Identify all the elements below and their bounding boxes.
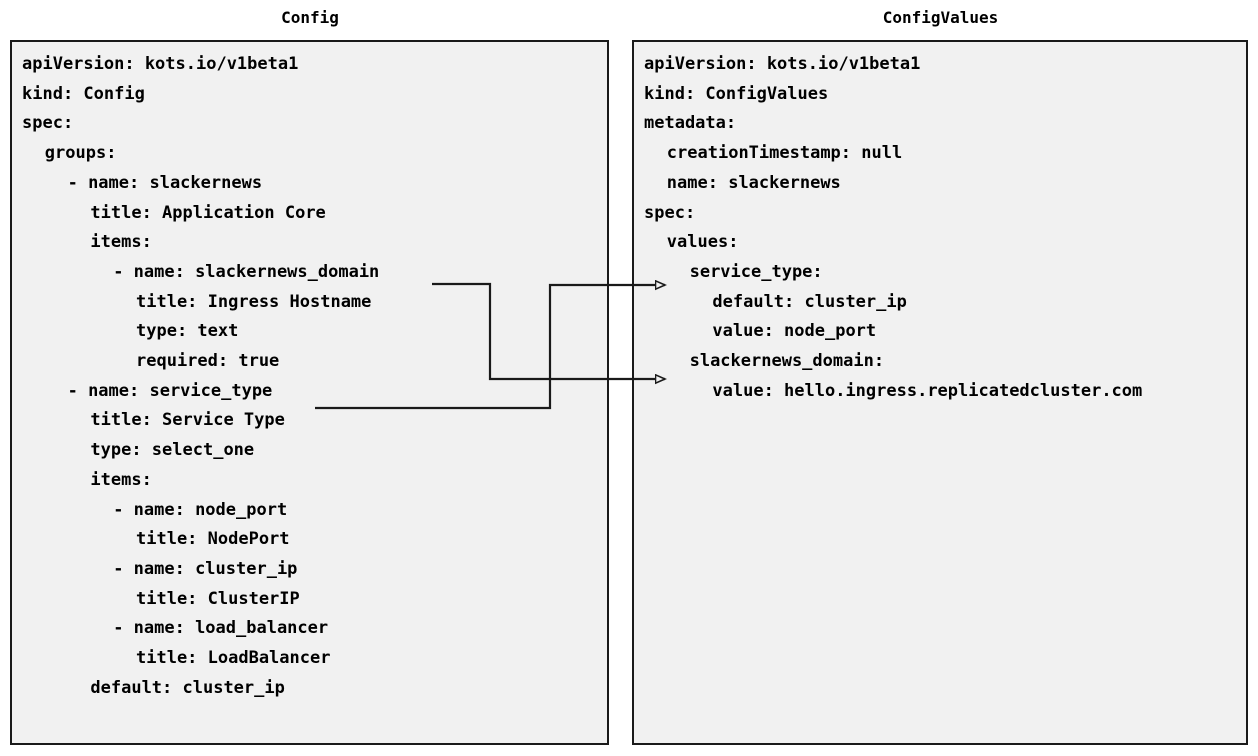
config-yaml-line: items:	[90, 469, 152, 490]
config-yaml-line: groups:	[44, 143, 117, 164]
config-yaml-line: - name: node_port	[113, 499, 288, 520]
configvalues-yaml-line: spec:	[644, 202, 696, 223]
config-yaml-line: title: Service Type	[90, 410, 285, 431]
configvalues-yaml-line: service_type:	[689, 261, 823, 282]
config-yaml-line: title: Application Core	[90, 202, 326, 223]
config-yaml-line: kind: Config	[22, 83, 145, 104]
config-yaml-line: apiVersion: kots.io/v1beta1	[22, 54, 299, 74]
config-yaml-line: type: text	[136, 321, 239, 342]
configvalues-yaml-line: name: slackernews	[666, 172, 841, 193]
configvalues-yaml-line: kind: ConfigValues	[644, 83, 829, 104]
configvalues-yaml-line: apiVersion: kots.io/v1beta1	[644, 54, 921, 74]
configvalues-yaml-line: value: hello.ingress.replicatedcluster.c…	[712, 380, 1143, 401]
config-yaml-line: - name: cluster_ip	[113, 558, 298, 579]
config-yaml-line: - name: slackernews_domain	[113, 261, 380, 282]
config-panel-title: Config	[281, 8, 339, 27]
config-yaml-line: - name: load_balancer	[113, 618, 329, 639]
configvalues-yaml-line: metadata:	[644, 113, 737, 134]
config-yaml-line: items:	[90, 232, 152, 253]
configvalues-yaml-line: default: cluster_ip	[712, 291, 907, 312]
config-yaml-line: - name: slackernews	[67, 172, 263, 193]
configvalues-panel: apiVersion: kots.io/v1beta1 kind: ConfigV…	[632, 40, 1248, 745]
configvalues-yaml-line: values:	[666, 232, 739, 253]
config-panel: apiVersion: kots.io/v1beta1 kind: Config s…	[10, 40, 609, 745]
config-yaml-line: title: ClusterIP	[136, 588, 300, 609]
config-yaml-line: required: true	[136, 351, 280, 371]
config-yaml-line: spec:	[22, 113, 74, 134]
config-yaml-line: title: NodePort	[136, 529, 290, 550]
config-yaml-line: type: select_one	[90, 440, 255, 461]
config-yaml-line: title: Ingress Hostname	[136, 291, 372, 312]
config-yaml-line: title: LoadBalancer	[136, 648, 331, 668]
configvalues-yaml-line: value: node_port	[712, 321, 877, 342]
configvalues-panel-title: ConfigValues	[882, 8, 999, 27]
configvalues-yaml-line: creationTimestamp: null	[666, 143, 903, 164]
configvalues-yaml-line: slackernews_domain:	[689, 351, 885, 371]
config-yaml-line: default: cluster_ip	[90, 677, 285, 698]
config-yaml-line: - name: service_type	[67, 380, 273, 401]
